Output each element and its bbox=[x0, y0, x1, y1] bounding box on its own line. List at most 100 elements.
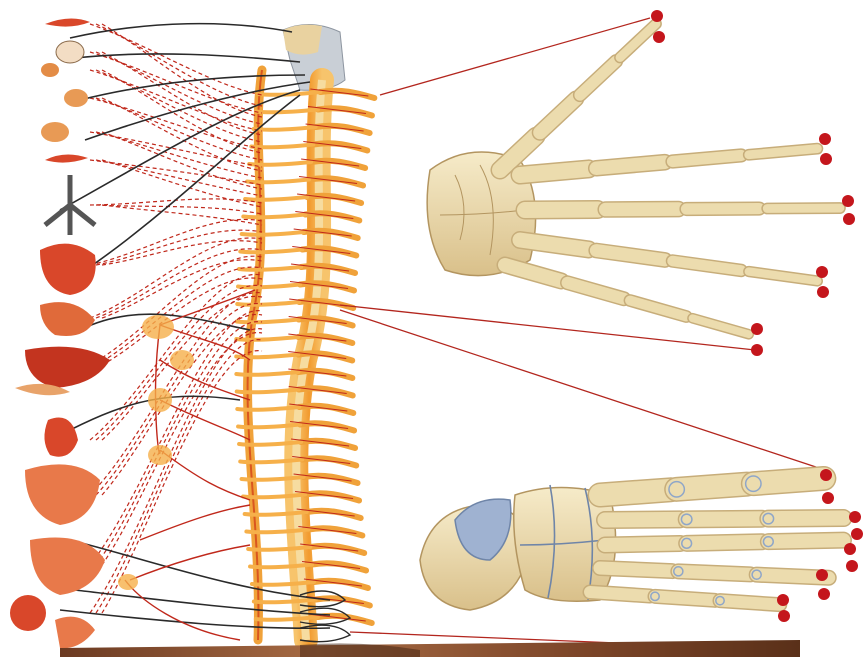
finger-bone bbox=[580, 61, 616, 95]
spinal-nerve-root bbox=[305, 493, 359, 500]
tongue-organ bbox=[45, 154, 88, 162]
reflex-point bbox=[751, 323, 763, 335]
autonomic-fiber bbox=[96, 205, 262, 214]
spinal-nerve-root bbox=[307, 511, 361, 518]
finger-bone bbox=[520, 240, 589, 249]
spinal-nerve-root bbox=[304, 476, 358, 483]
skin-band bbox=[60, 640, 800, 657]
spinal-nerve-root bbox=[312, 563, 366, 570]
organ-column bbox=[10, 18, 110, 648]
reflex-point bbox=[849, 511, 861, 523]
finger-bone bbox=[568, 283, 624, 299]
toe-bone bbox=[677, 484, 748, 489]
finger-bone bbox=[596, 162, 665, 168]
hand-skeleton bbox=[427, 24, 840, 334]
bladder-organ bbox=[10, 595, 46, 631]
reflex-point bbox=[817, 286, 829, 298]
autonomic-fiber bbox=[96, 340, 262, 613]
foot-toes bbox=[590, 476, 843, 605]
toe-bone bbox=[753, 478, 824, 483]
spinal-nerve-root bbox=[302, 458, 356, 465]
reflex-point bbox=[819, 133, 831, 145]
spinal-nerve-root bbox=[318, 616, 372, 623]
reflex-point bbox=[816, 569, 828, 581]
finger-bone bbox=[749, 149, 818, 155]
toe-bone bbox=[678, 571, 750, 574]
ramus-communicans bbox=[256, 110, 318, 113]
autonomic-fiber bbox=[102, 314, 262, 495]
autonomic-fiber bbox=[96, 160, 262, 196]
skin-strip bbox=[60, 640, 800, 657]
reflex-point bbox=[843, 213, 855, 225]
finger-bone bbox=[505, 265, 561, 281]
ramus-communicans bbox=[254, 600, 316, 603]
nervous-system-diagram bbox=[10, 18, 374, 648]
reflex-point bbox=[816, 266, 828, 278]
reflex-point bbox=[846, 560, 858, 572]
reflex-point bbox=[777, 594, 789, 606]
spinal-nerve-root bbox=[308, 528, 362, 535]
toe-bone bbox=[720, 601, 780, 605]
ramus-communicans bbox=[245, 197, 307, 200]
hand-fingers bbox=[500, 24, 840, 334]
prevertebral-ganglia bbox=[118, 315, 194, 590]
ramus-communicans bbox=[237, 320, 299, 323]
finger-bone bbox=[749, 272, 818, 281]
autonomic-fiber bbox=[102, 24, 262, 117]
toe-bone bbox=[687, 519, 762, 520]
toe-bone bbox=[768, 518, 843, 519]
toe-bone bbox=[655, 596, 715, 600]
reflex-point bbox=[820, 153, 832, 165]
foot-skeleton bbox=[420, 476, 843, 610]
stomach-organ bbox=[40, 302, 95, 336]
ramus-communicans bbox=[254, 127, 316, 130]
ramus-communicans bbox=[256, 617, 318, 620]
reflex-point bbox=[842, 195, 854, 207]
reflex-point bbox=[820, 469, 832, 481]
finger-bone bbox=[620, 24, 656, 58]
salivary-gland-2 bbox=[64, 89, 88, 107]
finger-bone bbox=[520, 169, 589, 175]
salivary-gland-1 bbox=[41, 63, 59, 77]
autonomic-fiber bbox=[90, 219, 262, 265]
liver-organ bbox=[25, 347, 110, 388]
reflex-point bbox=[822, 492, 834, 504]
reflex-point bbox=[653, 31, 665, 43]
reproductive-organ bbox=[55, 617, 95, 649]
ramus-communicans bbox=[240, 250, 302, 253]
autonomic-fiber bbox=[102, 205, 262, 225]
eye-organ bbox=[45, 18, 90, 26]
reflex-point bbox=[818, 588, 830, 600]
spinal-nerve-root bbox=[310, 546, 364, 553]
kidney-organ bbox=[44, 418, 78, 457]
spinal-nerve-root bbox=[301, 441, 355, 448]
toe-bone bbox=[768, 540, 843, 542]
reflex-point bbox=[851, 528, 863, 540]
reflex-point bbox=[651, 10, 663, 22]
ramus-communicans bbox=[237, 302, 299, 305]
finger-bone bbox=[540, 99, 576, 133]
toe-bone bbox=[605, 543, 680, 545]
salivary-gland-3 bbox=[41, 122, 69, 142]
lungs-trachea bbox=[45, 175, 95, 235]
toe-bone bbox=[687, 542, 762, 544]
toe-bone bbox=[600, 490, 671, 495]
sympathetic-trunk bbox=[248, 70, 262, 640]
small-intestine bbox=[25, 464, 100, 525]
reflex-point bbox=[751, 344, 763, 356]
autonomic-fiber bbox=[102, 241, 262, 265]
reflex-point bbox=[844, 543, 856, 555]
toe-bone bbox=[590, 592, 650, 596]
lacrimal-gland bbox=[56, 41, 84, 63]
ramus-communicans bbox=[243, 215, 305, 218]
heart-organ bbox=[40, 244, 96, 295]
toe-bone bbox=[605, 519, 680, 520]
brain-base-shape bbox=[283, 25, 322, 55]
ramus-communicans bbox=[242, 232, 304, 235]
reflex-point bbox=[778, 610, 790, 622]
autonomic-fiber bbox=[96, 132, 262, 178]
finger-bone bbox=[693, 318, 749, 334]
toe-bone bbox=[600, 568, 672, 571]
